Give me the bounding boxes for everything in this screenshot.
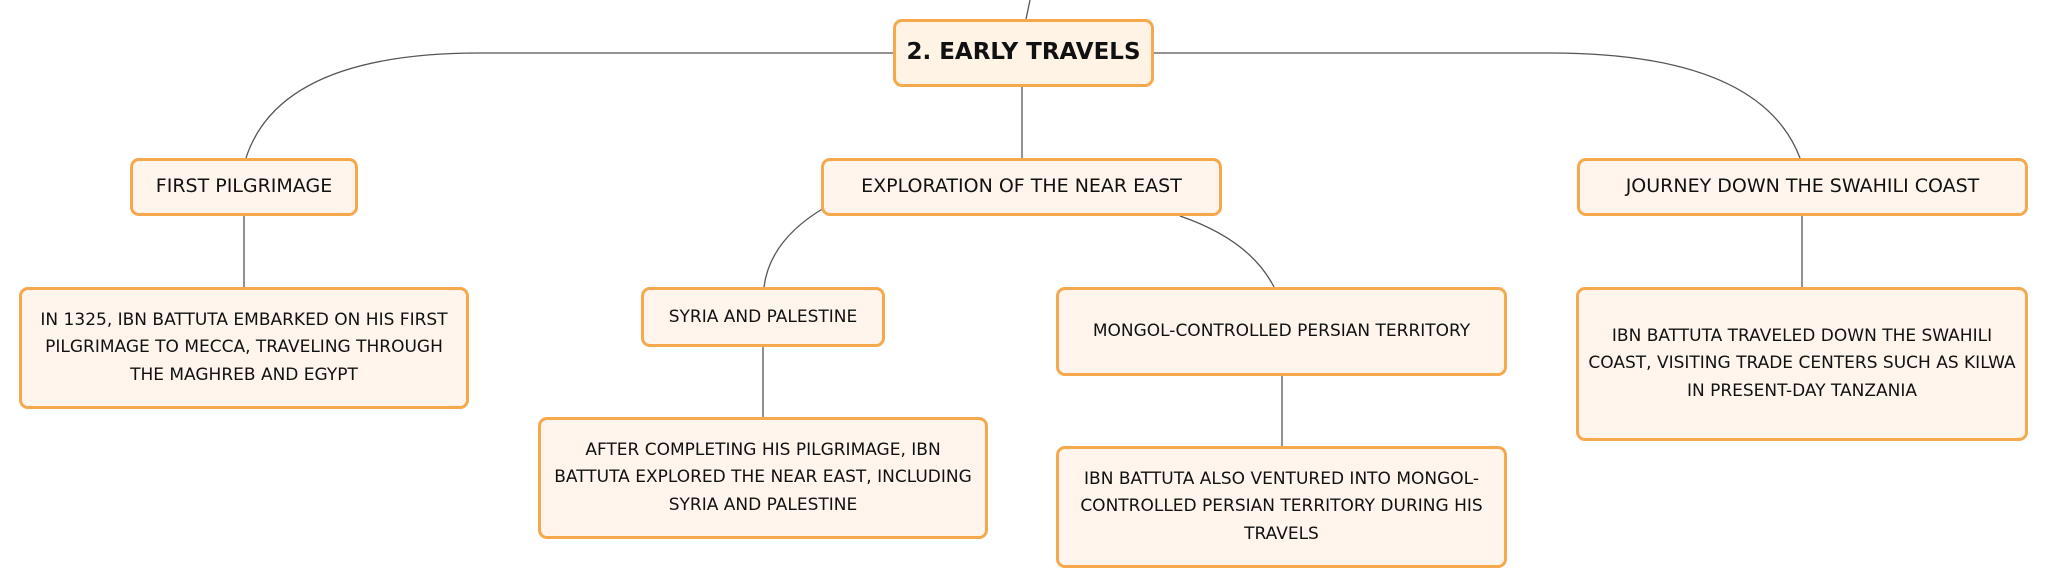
connector-near-east-to-syria bbox=[763, 207, 825, 288]
first-pilgrimage-detail[interactable]: In 1325, Ibn Battuta embarked on his fir… bbox=[19, 287, 469, 409]
mongol-persia-detail[interactable]: Ibn Battuta also ventured into Mongol-co… bbox=[1056, 446, 1507, 568]
root-node[interactable]: 2. Early Travels bbox=[893, 19, 1154, 87]
topic-first-pilgrimage[interactable]: First Pilgrimage bbox=[130, 158, 358, 216]
swahili-coast-detail[interactable]: Ibn Battuta traveled down the Swahili Co… bbox=[1576, 287, 2028, 441]
syria-palestine-detail[interactable]: After completing his pilgrimage, Ibn Bat… bbox=[538, 417, 988, 539]
connector-root-to-swahili bbox=[1154, 52, 1801, 159]
connector-root-to-first-pilgrimage bbox=[245, 52, 893, 159]
subtopic-syria-palestine[interactable]: Syria and Palestine bbox=[641, 287, 885, 347]
topic-near-east[interactable]: Exploration of the Near East bbox=[821, 158, 1222, 216]
topic-swahili-coast[interactable]: Journey down the Swahili Coast bbox=[1577, 158, 2028, 216]
connector-near-east-to-persia bbox=[1179, 215, 1275, 288]
connector-parent-to-root bbox=[1025, 0, 1031, 20]
subtopic-mongol-persia[interactable]: Mongol-controlled Persian territory bbox=[1056, 287, 1507, 376]
